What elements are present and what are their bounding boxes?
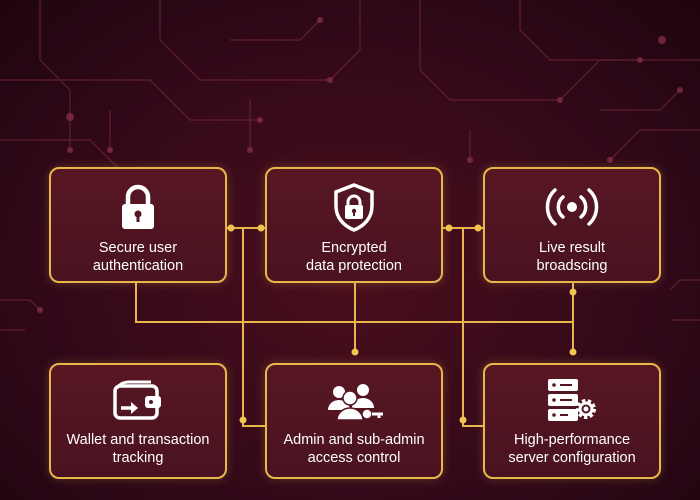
feature-card-encrypted: Encrypted data protection <box>265 167 443 283</box>
feature-card-secure-auth: Secure user authentication <box>49 167 227 283</box>
admin-users-key-icon <box>323 375 385 427</box>
feature-card-admin: Admin and sub-admin access control <box>265 363 443 479</box>
feature-card-wallet: Wallet and transaction tracking <box>49 363 227 479</box>
lock-icon <box>118 181 158 233</box>
wallet-transfer-icon <box>111 375 165 427</box>
feature-card-live: Live result broadscing <box>483 167 661 283</box>
feature-label: Encrypted data protection <box>306 240 402 274</box>
shield-lock-icon <box>332 181 376 233</box>
feature-label: Live result broadscing <box>536 240 608 274</box>
feature-label: High-performance server configuration <box>508 432 636 466</box>
feature-card-server: High-performance server configuration <box>483 363 661 479</box>
broadcast-icon <box>544 181 600 233</box>
feature-label: Admin and sub-admin access control <box>283 432 425 466</box>
server-gear-icon <box>544 375 600 427</box>
feature-label: Wallet and transaction tracking <box>66 432 210 466</box>
feature-label: Secure user authentication <box>92 240 184 274</box>
